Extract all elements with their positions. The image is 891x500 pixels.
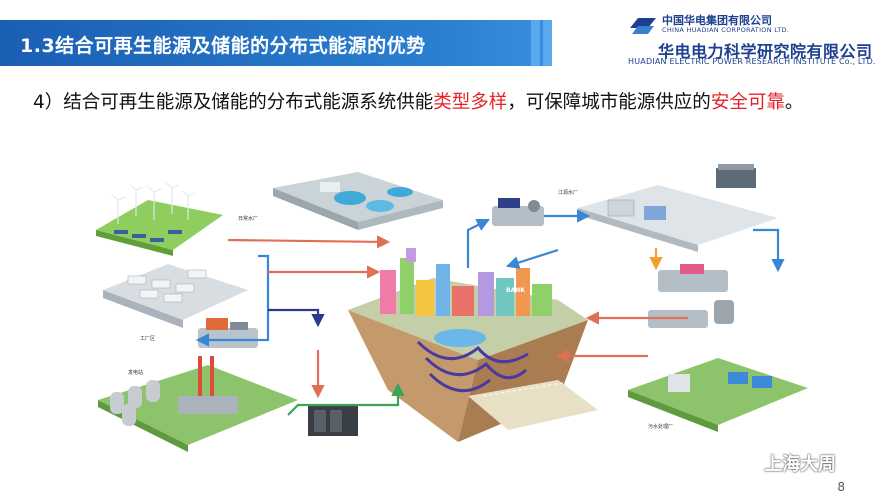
- water-plant: 日常水厂: [238, 172, 443, 230]
- watermark: 上海大周: [733, 450, 836, 475]
- energy-system-diagram: 日常水厂 工厂区 发电站: [96, 164, 808, 452]
- city-island: BANK: [348, 248, 588, 442]
- wind-solar-farm: [96, 182, 223, 256]
- chiller-unit-right: [658, 264, 728, 292]
- bullet-suffix: 。: [784, 92, 804, 113]
- power-plant-label: 发电站: [128, 369, 143, 376]
- wechat-icon: [733, 454, 759, 472]
- factory-label: 工厂区: [140, 336, 155, 342]
- company-logo: 中国华电集团有限公司 CHINA HUADIAN CORPORATION LTD…: [628, 10, 883, 72]
- group-name-cn: 中国华电集团有限公司: [662, 14, 772, 27]
- wastewater-plant: 污水处理厂: [628, 300, 808, 432]
- treatment-facility-label: 江源水厂: [558, 189, 578, 196]
- energy-system-illustration: 日常水厂 工厂区 发电站: [88, 160, 808, 470]
- storage-unit: [308, 406, 358, 436]
- power-plant: 发电站: [98, 356, 298, 452]
- institute-name-en: HUADIAN ELECTRIC POWER RESEARCH INSTITUT…: [628, 57, 876, 66]
- chiller-unit-left: [198, 318, 258, 348]
- institute-name-cn: 华电电力科学研究院有限公司: [658, 42, 873, 61]
- bullet-highlight-secure: 安全可靠: [710, 92, 785, 113]
- wastewater-plant-label: 污水处理厂: [648, 423, 673, 430]
- bullet-point: 4）结合可再生能源及储能的分布式能源系统供能类型多样，可保障城市能源供应的安全可…: [33, 88, 863, 118]
- bullet-highlight-diverse: 类型多样: [433, 92, 508, 113]
- water-plant-label: 日常水厂: [238, 215, 258, 222]
- title-bar-stripe: [543, 20, 552, 66]
- slide-title: 1.3结合可再生能源及储能的分布式能源的优势: [20, 35, 426, 57]
- road: [468, 380, 598, 430]
- bullet-prefix: 4）结合可再生能源及储能的分布式能源系统供能: [33, 92, 434, 113]
- group-name-en: CHINA HUADIAN CORPORATION LTD.: [662, 26, 790, 34]
- treatment-facility: 江源水厂: [558, 164, 778, 252]
- huadian-logo-icon: [630, 18, 656, 34]
- factory-area: 工厂区: [103, 264, 248, 342]
- watermark-text: 上海大周: [764, 454, 837, 475]
- bank-label: BANK: [506, 287, 525, 294]
- chiller-unit-top: [492, 198, 544, 226]
- bullet-middle: ，可保障城市能源供应的: [507, 92, 711, 113]
- flow-arrows: [195, 209, 785, 416]
- page-number: 8: [837, 480, 845, 494]
- title-bar-stripe: [531, 20, 540, 66]
- title-bar: [0, 20, 552, 66]
